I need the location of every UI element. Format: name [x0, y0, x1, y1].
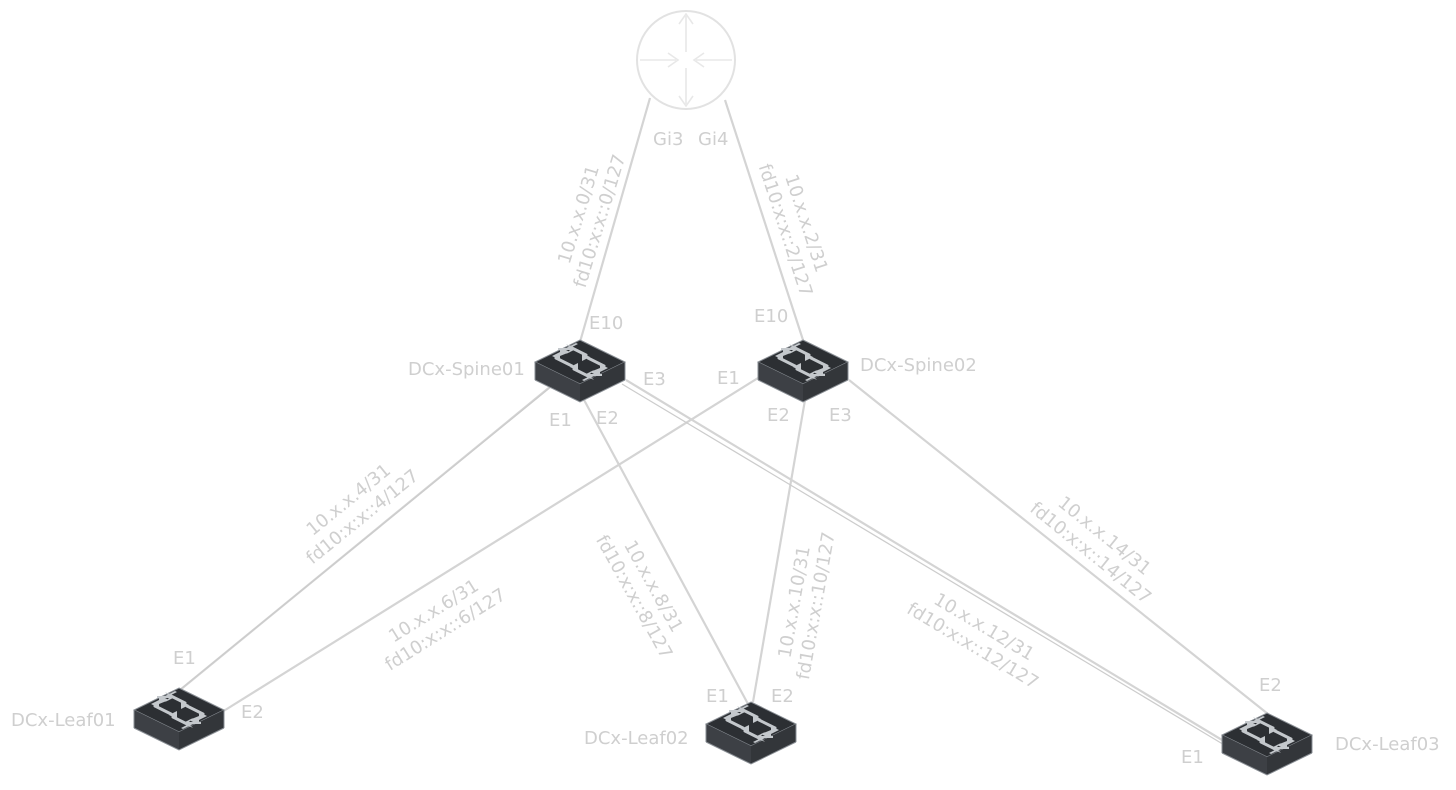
link-spine02-leaf01: [221, 377, 759, 713]
link-spine01-leaf03-b: [621, 383, 1227, 747]
link-router-spine02: [723, 99, 805, 341]
leaf01-e1-label: E1: [173, 648, 196, 669]
leaf03-e2-label: E2: [1259, 675, 1282, 696]
leaf02-e1-label: E1: [706, 686, 729, 707]
router-gi4-label: Gi4: [698, 129, 728, 150]
link-spine02-leaf02: [751, 399, 807, 703]
spine01-e1-label: E1: [549, 410, 572, 431]
spine02-label: DCx-Spine02: [860, 355, 977, 376]
spine02-e10-label: E10: [754, 306, 788, 327]
spine01-label: DCx-Spine01: [408, 359, 525, 380]
router-gi3-label: Gi3: [653, 129, 683, 150]
spine01-e10-label: E10: [589, 313, 623, 334]
leaf03-switch-icon[interactable]: [1220, 711, 1314, 777]
link-router-spine01: [578, 97, 652, 343]
link-spine01-leaf03: [625, 379, 1223, 741]
leaf03-e1-label: E1: [1181, 747, 1204, 768]
spine02-e1-label: E1: [717, 368, 740, 389]
leaf01-e2-label: E2: [241, 702, 264, 723]
link-spine02-leaf03: [848, 379, 1269, 715]
spine02-e3-label: E3: [829, 405, 852, 426]
leaf02-e2-label: E2: [771, 686, 794, 707]
spine01-e3-label: E3: [643, 369, 666, 390]
spine02-switch-icon[interactable]: [756, 338, 850, 404]
links: [175, 97, 1269, 747]
leaf03-label: DCx-Leaf03: [1335, 734, 1440, 755]
link-spine01-leaf02: [582, 397, 749, 705]
leaf02-switch-icon[interactable]: [704, 700, 798, 766]
link-spine01-leaf01-b: [175, 385, 553, 694]
spine02-e2-label: E2: [767, 405, 790, 426]
leaf01-label: DCx-Leaf01: [11, 710, 116, 731]
leaf02-label: DCx-Leaf02: [584, 728, 689, 749]
spine01-switch-icon[interactable]: [533, 338, 627, 404]
spine01-e2-label: E2: [596, 408, 619, 429]
router-icon[interactable]: [636, 10, 736, 110]
leaf01-switch-icon[interactable]: [132, 686, 226, 752]
